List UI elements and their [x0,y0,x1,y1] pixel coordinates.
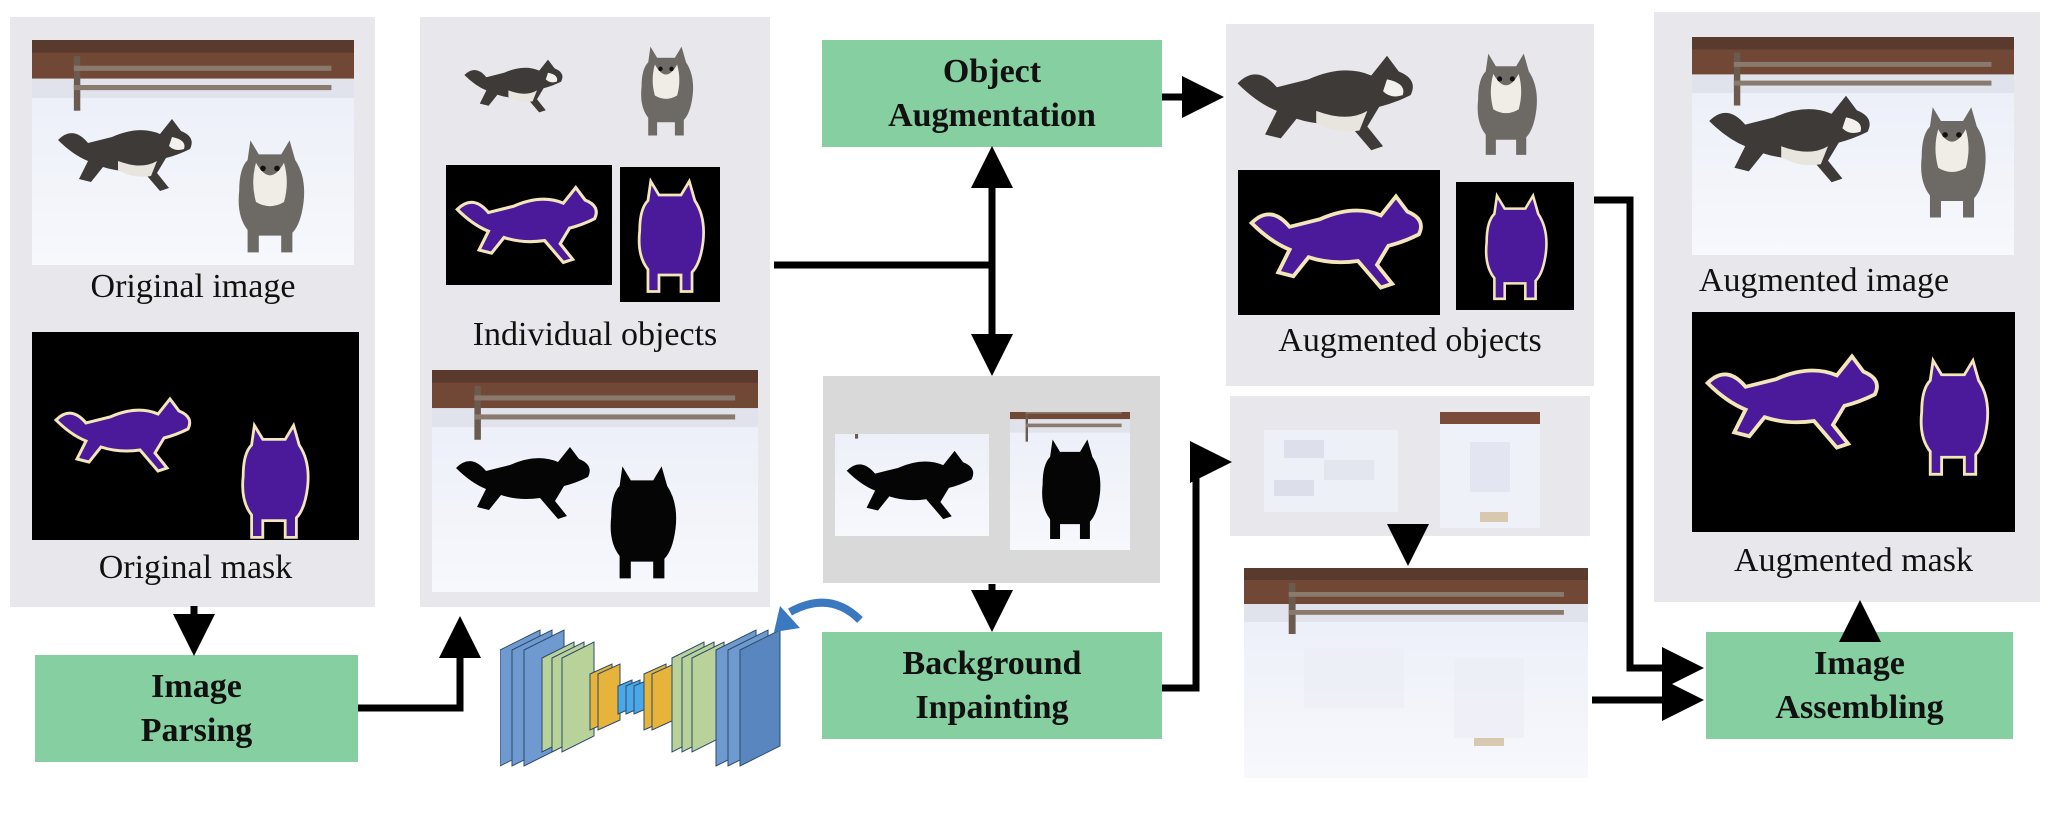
arrow-objects-to-assembling [1594,200,1690,668]
arrow-parsing-to-objects [358,630,460,708]
arrow-inpainting-to-regions [1162,462,1218,688]
curved-arrow-network [790,603,860,620]
